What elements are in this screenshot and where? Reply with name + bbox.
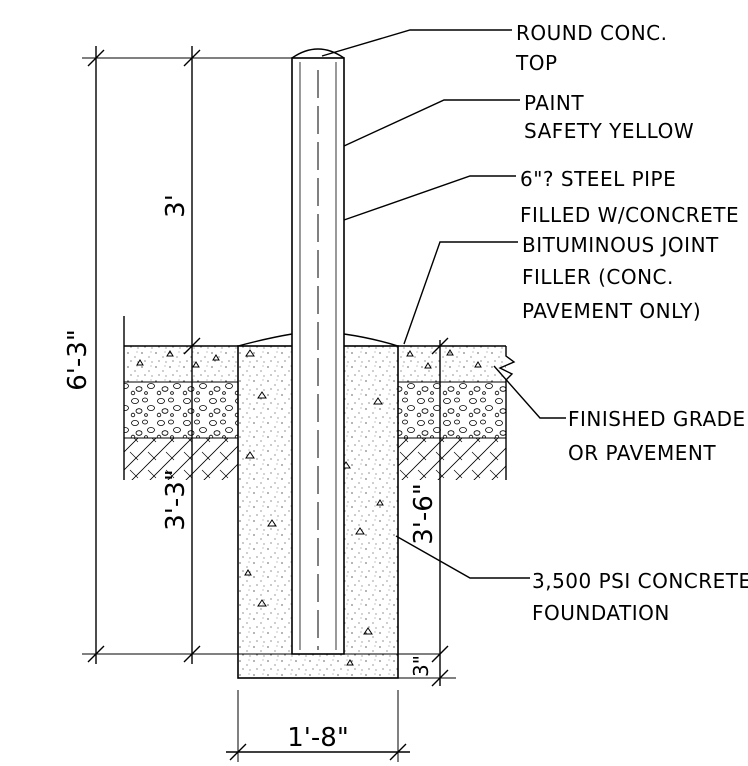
- dim-above-grade: 3': [161, 194, 191, 218]
- steel-pipe: [291, 48, 345, 655]
- ground-right: [398, 345, 516, 480]
- callout-paint-2: SAFETY YELLOW: [524, 119, 694, 143]
- dimension-text: 6'-3" 3' 3'-3" 3'-6" 3" 1'-8": [63, 194, 439, 753]
- callout-joint-3: PAVEMENT ONLY): [522, 299, 701, 323]
- dim-footing-width: 1'-8": [287, 723, 349, 753]
- callout-grade-1: FINISHED GRADE: [568, 407, 746, 431]
- callout-foundation-1: 3,500 PSI CONCRETE: [532, 569, 748, 593]
- dimension-lines: [82, 46, 456, 762]
- callout-joint-2: FILLER (CONC.: [522, 265, 674, 289]
- callout-paint-1: PAINT: [524, 91, 584, 115]
- callout-round-top-1: ROUND CONC.: [516, 21, 668, 45]
- callout-foundation-2: FOUNDATION: [532, 601, 670, 625]
- dim-bottom-cover: 3": [409, 655, 433, 677]
- callout-joint-1: BITUMINOUS JOINT: [522, 233, 719, 257]
- callout-round-top-2: TOP: [515, 51, 558, 75]
- dim-below-grade: 3'-3": [161, 469, 191, 531]
- callout-pipe-2: FILLED W/CONCRETE: [520, 203, 739, 227]
- dim-footing-depth: 3'-6": [409, 483, 439, 545]
- callout-grade-2: OR PAVEMENT: [568, 441, 716, 465]
- callout-leaders: [321, 29, 566, 579]
- callout-pipe-1: 6"? STEEL PIPE: [520, 167, 676, 191]
- callout-text: ROUND CONC. TOP PAINT SAFETY YELLOW 6"? …: [515, 21, 748, 625]
- dim-total-height: 6'-3": [63, 329, 93, 391]
- ground-left: [123, 316, 238, 480]
